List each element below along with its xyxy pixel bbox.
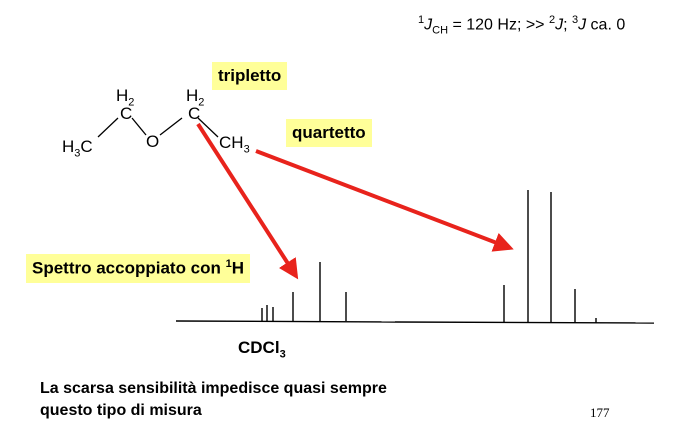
arrow-to-triplet	[196, 122, 299, 280]
note-line-1: La scarsa sensibilità impedisce quasi se…	[40, 380, 387, 397]
coupling-constants-header: 1JCH = 120 Hz; >> 2J; 3J ca. 0	[418, 14, 626, 37]
oxygen-atom: O	[146, 132, 160, 151]
methylene-right-h2: H2	[186, 86, 205, 109]
triplet-label: tripletto	[212, 62, 288, 90]
methylene-left-h2: H2	[116, 86, 135, 109]
baseline-right	[394, 321, 655, 324]
methylene-right-carbon: C	[188, 104, 201, 123]
page-number: 177	[590, 405, 610, 420]
molecule-bonds	[97, 117, 219, 138]
sensitivity-note: La scarsa sensibilità impedisce quasi se…	[40, 378, 387, 422]
note-line-2: questo tipo di misura	[40, 402, 202, 419]
solvent-label: CDCl3	[238, 338, 286, 361]
methylene-left-carbon: C	[120, 104, 133, 123]
methyl-left-atom: H3C	[62, 137, 93, 160]
nmr-spectrum	[175, 190, 655, 324]
quartet-label: quartetto	[286, 119, 372, 147]
baseline-left	[175, 320, 396, 323]
methyl-right-atom: CH3	[219, 133, 250, 156]
spectrum-label: Spettro accoppiato con 1H	[26, 254, 251, 283]
arrow-to-quartet	[255, 149, 514, 252]
